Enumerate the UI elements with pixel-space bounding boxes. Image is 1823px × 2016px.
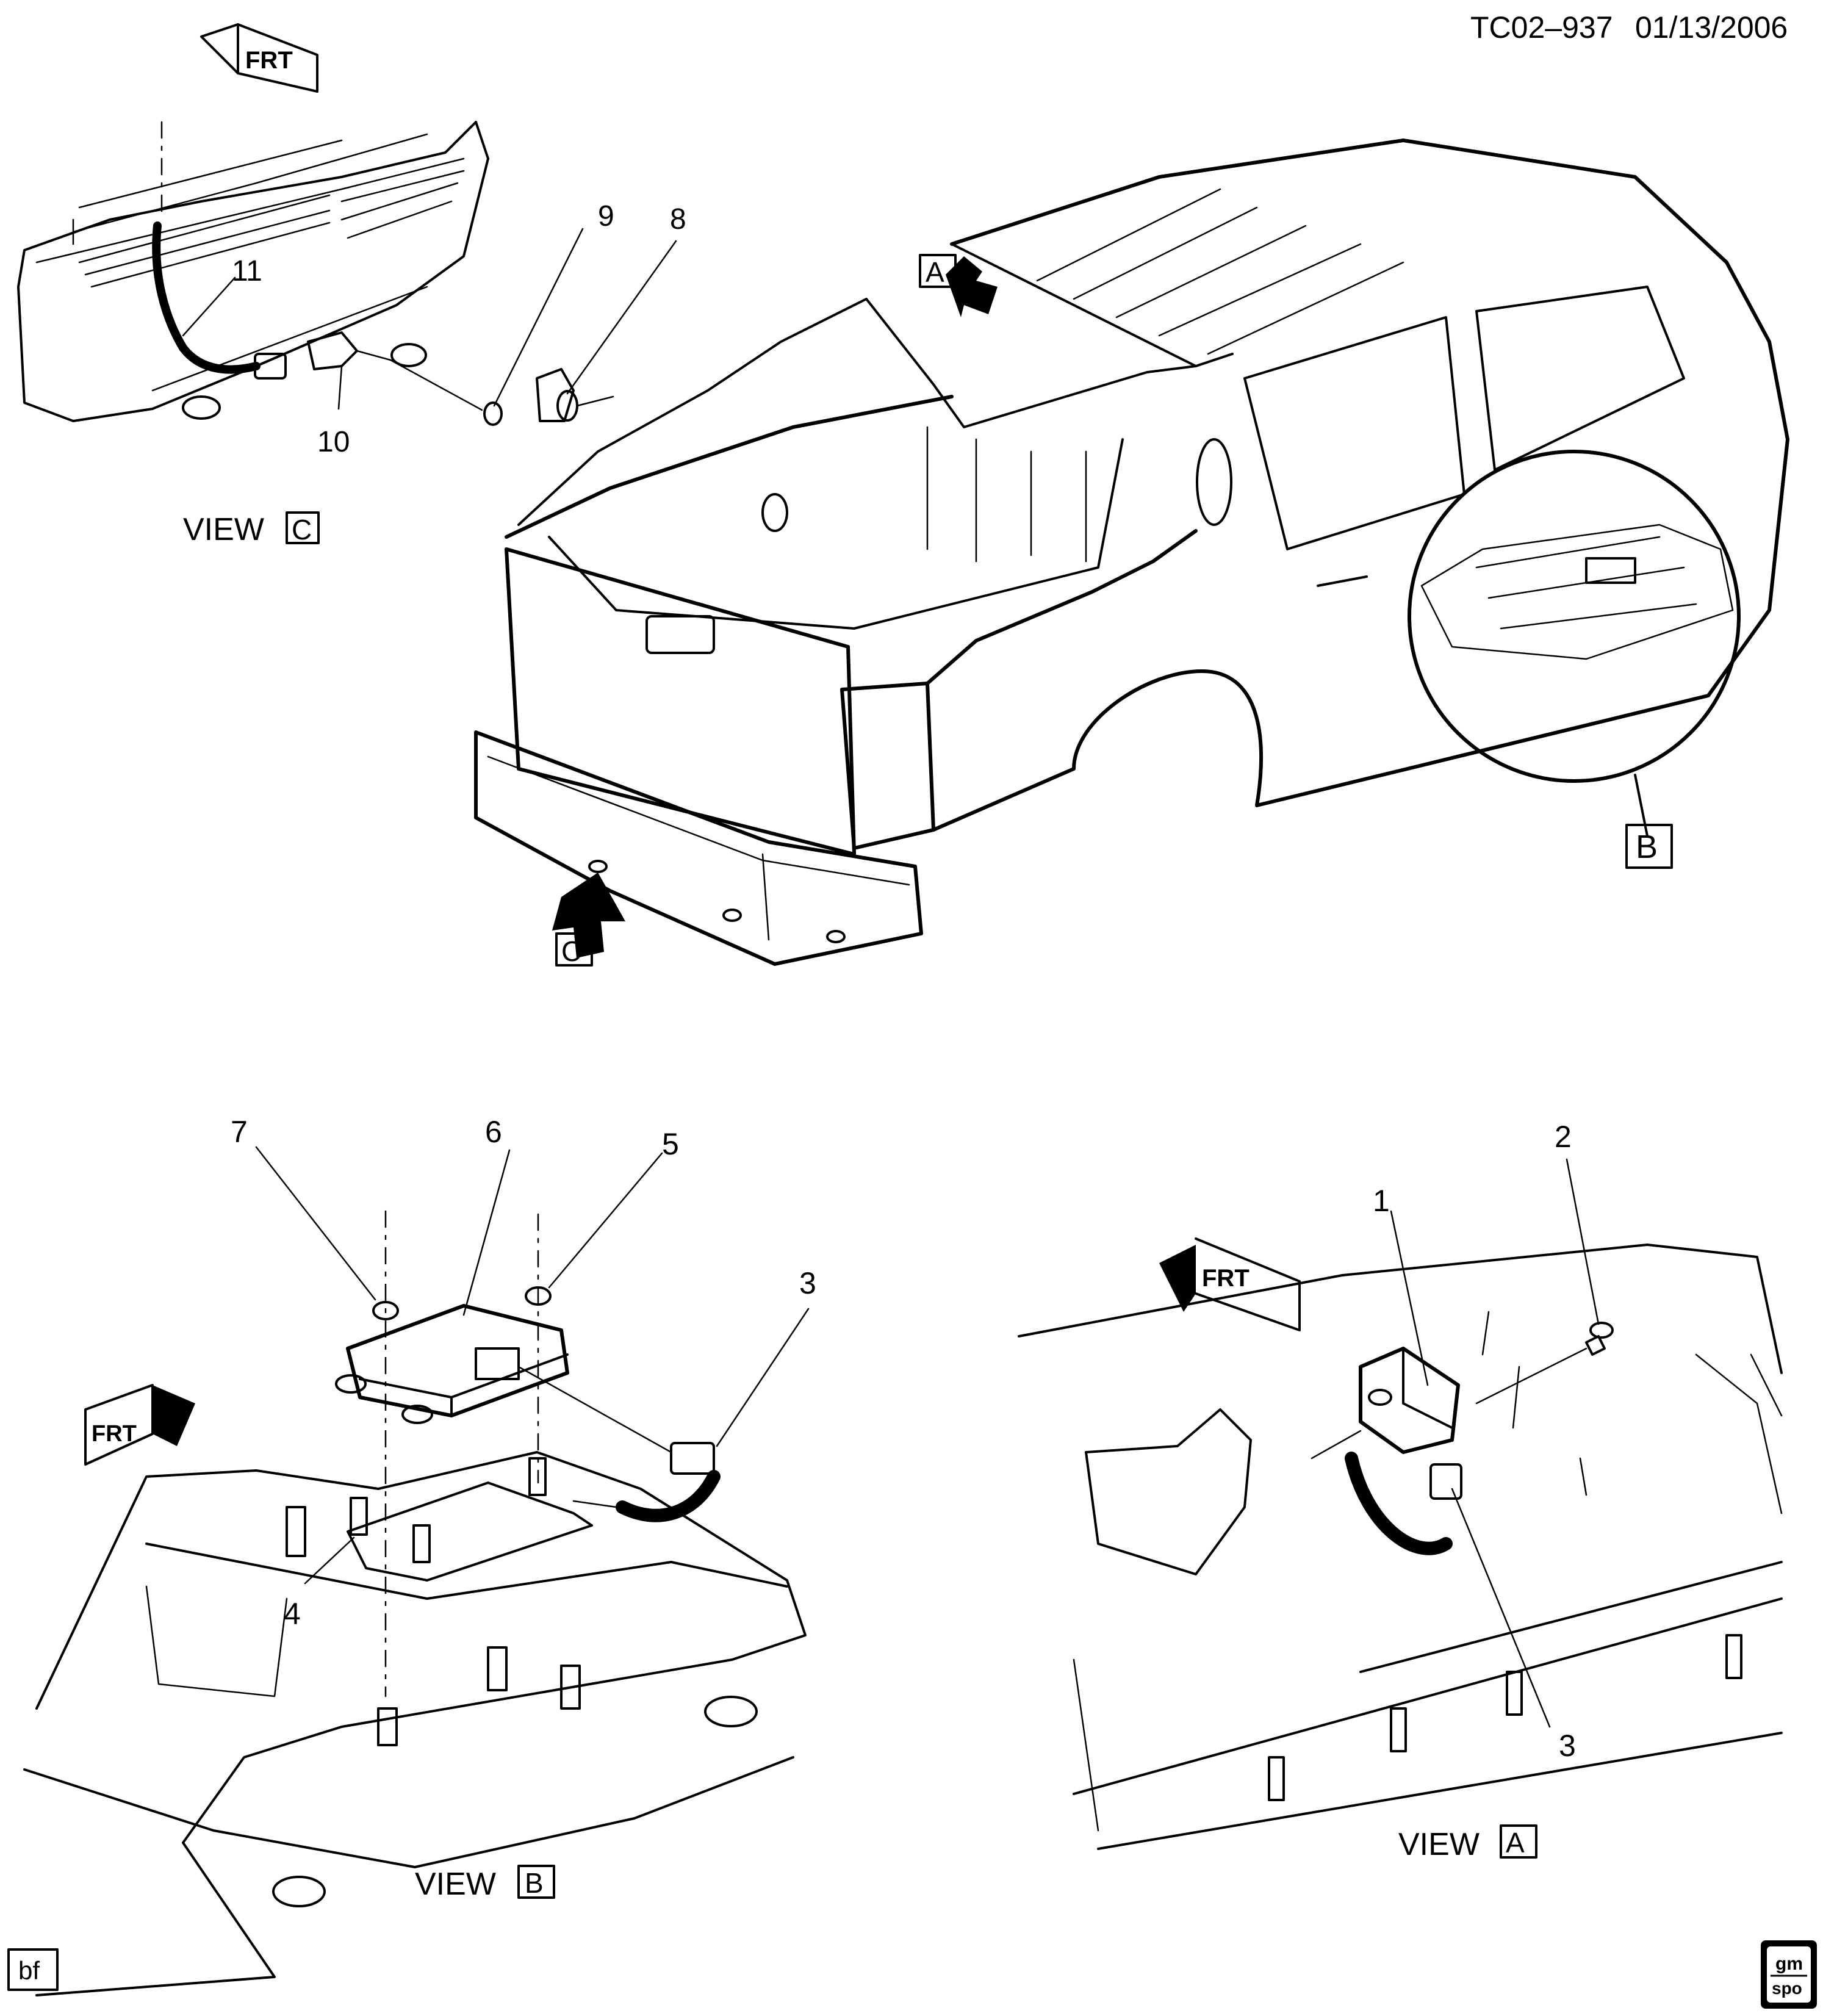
view-a-illustration: FRT [1018,1158,1783,1850]
part-number-9: 9 [598,200,614,232]
part-number-1: 1 [1373,1184,1390,1218]
part-number-8: 8 [670,203,686,236]
view-a-caption: VIEW [1398,1827,1480,1862]
view-a-arrow-icon [946,256,998,317]
part-number-6: 6 [485,1115,502,1149]
gm-spo-logo: gm spo [1761,1940,1817,2009]
part-number-3-view-b: 3 [799,1266,816,1300]
part-number-7: 7 [231,1115,248,1149]
callout-c-letter: C [561,935,581,967]
callout-c-box [555,932,593,967]
front-arrow-icon: FRT [200,23,318,93]
document-date: 01/13/2006 [1635,10,1788,45]
document-id: TC02–937 [1470,10,1613,45]
part-number-3-view-a: 3 [1559,1729,1576,1763]
callout-b-box [1625,824,1673,869]
gm-logo-text: gm [1775,1954,1803,1974]
view-a-letter-box [1500,1824,1537,1859]
drafter-initials-box [7,1948,59,1991]
view-c-letter-box [286,511,320,544]
part-number-10: 10 [317,426,350,458]
front-marker-label: FRT [92,1421,137,1447]
view-a-letter: A [1506,1827,1525,1859]
view-b-letter-box [517,1865,555,1899]
view-c-caption: VIEW [183,512,264,547]
view-b-illustration: FRT [23,1146,810,1996]
callout-b-letter: B [1636,829,1658,865]
part-number-11: 11 [232,255,262,287]
view-c-letter: C [292,514,312,545]
view-c-illustration: FRT [17,23,677,426]
front-marker-label: FRT [245,47,293,74]
part-number-4: 4 [284,1597,301,1631]
part-number-2: 2 [1555,1120,1572,1154]
callout-a-box [919,254,957,288]
front-marker-label: FRT [1202,1265,1249,1292]
truck-illustration [474,139,1789,966]
spo-logo-text: spo [1772,1979,1802,1998]
view-c-arrow-icon [552,873,625,958]
view-b-caption: VIEW [415,1867,496,1902]
callout-a-letter: A [926,256,944,288]
drafter-initials: bf [18,1956,40,1985]
part-number-5: 5 [662,1127,679,1161]
front-arrow-icon: FRT [1159,1237,1301,1331]
view-b-letter: B [525,1867,544,1899]
front-arrow-icon: FRT [84,1384,195,1466]
